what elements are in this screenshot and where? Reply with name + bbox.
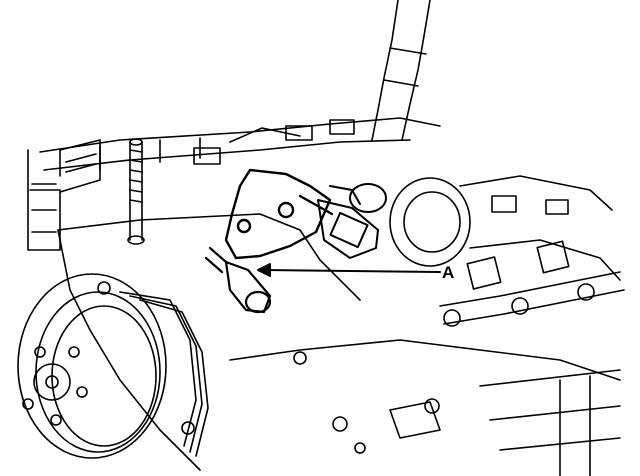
injector-rail (439, 240, 625, 327)
sensor-bracket (224, 168, 334, 260)
sensor-connector (317, 183, 387, 259)
callout-leader (257, 263, 441, 277)
throttle-body (389, 175, 621, 281)
stud (127, 138, 145, 245)
pump-pulley (17, 273, 209, 459)
front-cover (27, 139, 361, 471)
lower-block (181, 339, 621, 476)
callout-label-a: A (442, 263, 455, 282)
sensor-part-a (204, 246, 272, 314)
valve-cover (39, 117, 441, 177)
